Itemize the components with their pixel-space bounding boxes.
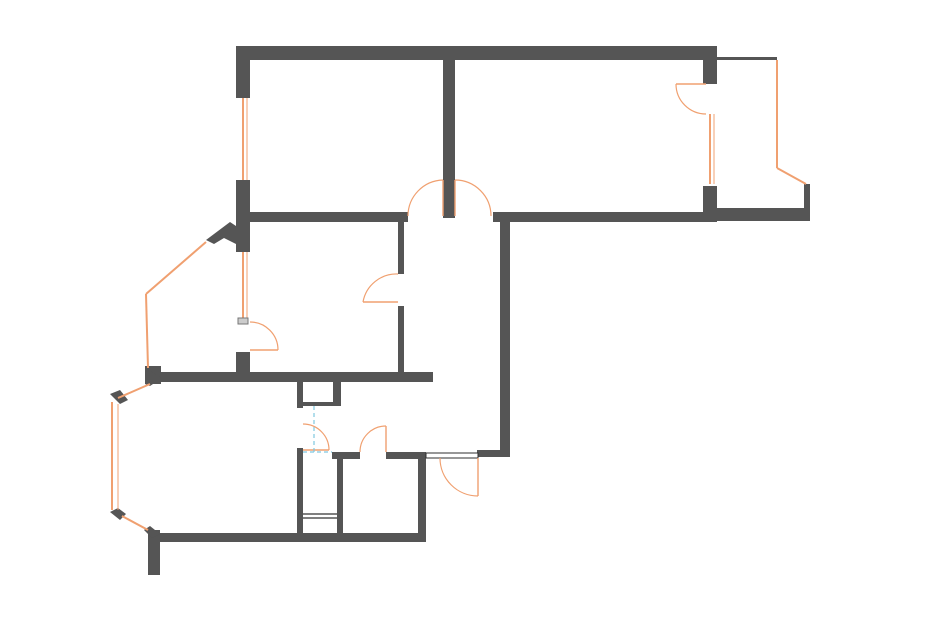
- wall-balcony-bottom: [703, 208, 810, 221]
- wall-toilet-right: [337, 456, 343, 536]
- door-middle-arc: [362, 273, 399, 303]
- vent-box: [237, 317, 249, 325]
- wall-bath-bottom: [297, 402, 341, 406]
- window-bay-top-diag: [117, 383, 151, 399]
- walls: [145, 46, 810, 575]
- wall-mid-left: [236, 212, 408, 222]
- wall-middle-left: [236, 222, 250, 252]
- door-balcony-arc: [675, 83, 707, 115]
- wall-top-left-upper: [236, 46, 250, 98]
- bay-window-corners: [110, 184, 810, 538]
- wall-middle-bottom-stub: [236, 352, 250, 374]
- corner-loggia-top: [145, 368, 162, 386]
- door-top-right-arc: [454, 179, 492, 217]
- door-top-left-arc: [407, 179, 444, 217]
- wall-hall-bottom-right: [477, 450, 510, 457]
- wall-bath-left: [297, 380, 303, 408]
- wall-middle-bottom: [145, 372, 433, 382]
- door-entrance-arc: [439, 457, 479, 497]
- wall-top: [236, 46, 717, 60]
- wall-hall-right: [500, 216, 510, 456]
- wall-bottom-left-pier: [148, 530, 160, 575]
- windows: [111, 60, 807, 531]
- door-toilet-arc: [359, 425, 387, 453]
- wall-mid-right: [493, 212, 717, 222]
- entrance-opening: [425, 452, 479, 459]
- door-loggia-arc: [249, 321, 279, 351]
- wall-hall-bottom-mid: [386, 452, 426, 459]
- wall-bottom: [155, 533, 426, 542]
- window-loggia-diag: [145, 241, 207, 295]
- wall-balcony-top: [715, 57, 777, 60]
- corner-top-left-bay: [206, 222, 236, 244]
- door-bath-arc: [302, 423, 330, 451]
- wall-closet-right: [418, 452, 426, 542]
- wall-middle-right-upper: [398, 222, 404, 274]
- wall-toilet-left: [297, 448, 303, 536]
- wall-divider-top: [443, 58, 455, 218]
- wall-middle-right-lower: [398, 306, 404, 376]
- window-balcony-diag: [776, 167, 807, 185]
- wall-top-right-upper: [703, 46, 717, 84]
- doors: [249, 83, 707, 497]
- window-bay-bottom-diag: [121, 515, 149, 531]
- details: [237, 317, 337, 519]
- window-loggia-vertical: [145, 293, 149, 369]
- corner-balcony-right: [804, 184, 810, 210]
- wall-hall-bottom-left: [332, 452, 360, 459]
- wall-bath-right: [333, 380, 341, 404]
